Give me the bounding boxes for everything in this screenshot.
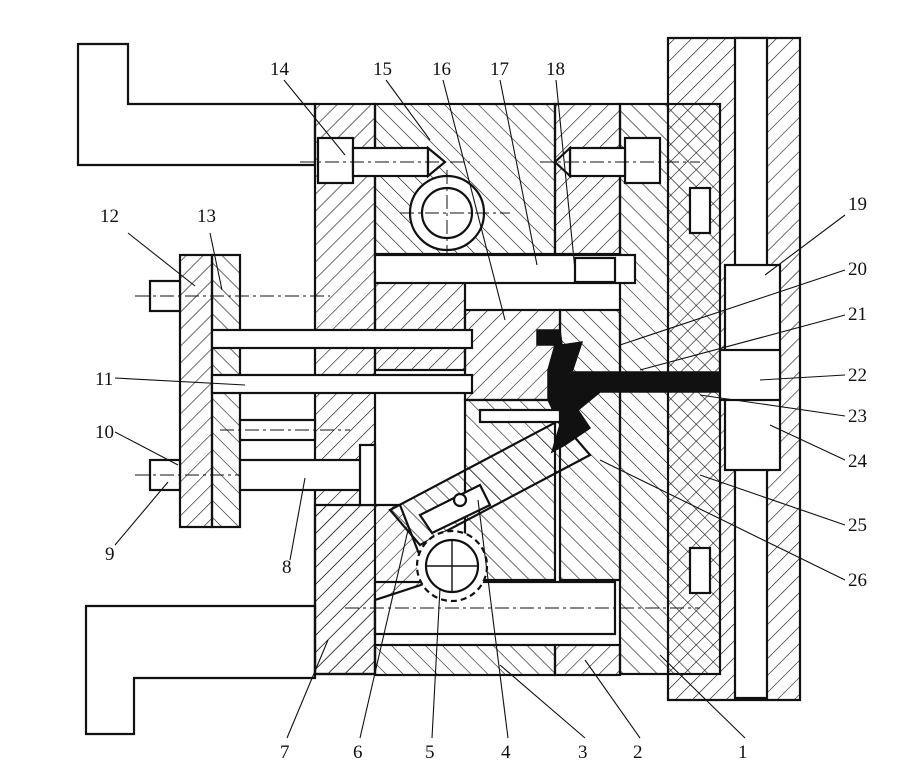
leader-lines	[114, 79, 846, 739]
label-20: 20	[848, 259, 867, 280]
plate-17	[553, 102, 622, 256]
round-bolt	[400, 170, 510, 255]
label-21: 21	[848, 304, 867, 325]
label-8: 8	[282, 557, 292, 578]
label-16: 16	[432, 59, 451, 80]
ejector-retainer-12	[178, 253, 214, 529]
cavity-block-4	[463, 308, 562, 402]
label-25: 25	[848, 515, 867, 536]
label-26: 26	[848, 570, 867, 591]
label-19: 19	[848, 194, 867, 215]
label-24: 24	[848, 451, 868, 472]
label-23: 23	[848, 406, 867, 427]
label-6: 6	[353, 742, 363, 763]
label-12: 12	[100, 206, 119, 227]
label-1: 1	[738, 742, 748, 763]
ejector-rod-upper	[210, 328, 474, 350]
platen-lower-left	[84, 604, 317, 736]
ejector-rod-lower	[210, 373, 474, 395]
label-14: 14	[270, 59, 290, 80]
gear-5	[415, 529, 489, 603]
label-17: 17	[490, 59, 509, 80]
core-plate-upper	[373, 278, 467, 372]
label-15: 15	[373, 59, 392, 80]
plate-3	[373, 643, 557, 677]
label-9: 9	[105, 544, 115, 565]
label-13: 13	[197, 206, 216, 227]
label-7: 7	[280, 742, 290, 763]
label-5: 5	[425, 742, 435, 763]
push-rod-8	[238, 458, 372, 492]
plate-2	[553, 643, 622, 677]
molded-part	[536, 329, 741, 454]
label-2: 2	[633, 742, 643, 763]
screw-14	[300, 136, 470, 185]
label-3: 3	[578, 742, 588, 763]
label-10: 10	[95, 422, 114, 443]
label-4: 4	[501, 742, 511, 763]
label-22: 22	[848, 365, 867, 386]
label-18: 18	[546, 59, 565, 80]
slider-pin	[452, 492, 468, 508]
screw-right	[540, 136, 700, 185]
label-11: 11	[95, 369, 113, 390]
